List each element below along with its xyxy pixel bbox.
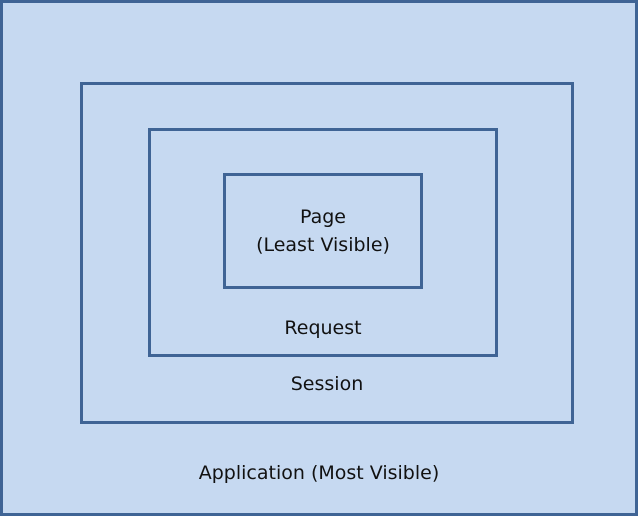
session-scope-label: Session xyxy=(290,373,364,395)
application-scope-label: Application (Most Visible) xyxy=(198,462,440,484)
page-scope-label: Page xyxy=(300,206,346,228)
page-scope-box xyxy=(223,173,423,289)
request-scope-label: Request xyxy=(284,317,362,339)
page-scope-visibility-label: (Least Visible) xyxy=(256,234,390,256)
